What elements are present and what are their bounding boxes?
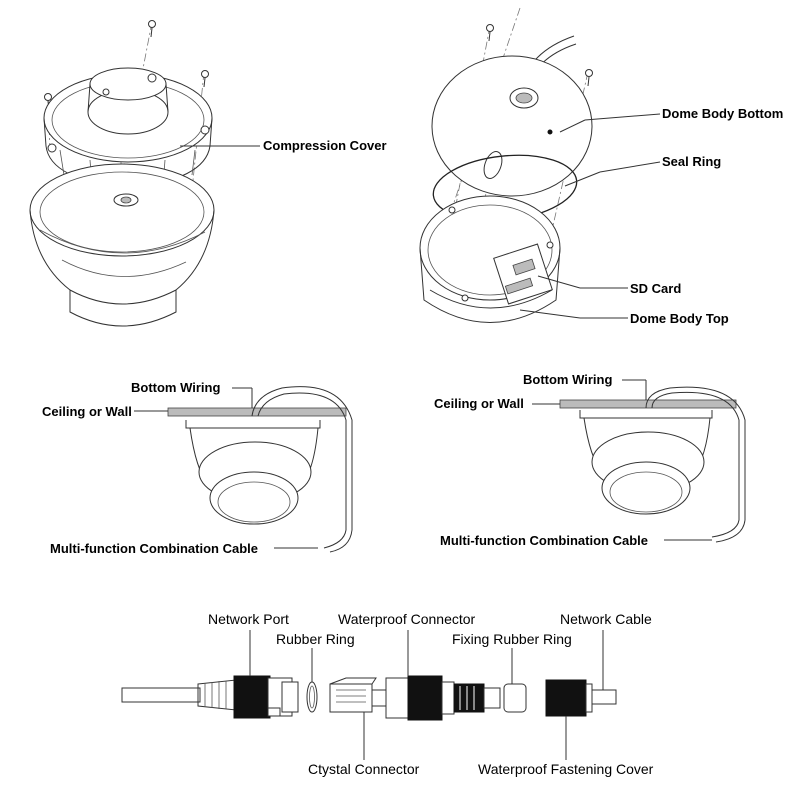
label-dome-body-bottom: Dome Body Bottom: [662, 106, 783, 121]
label-compression-cover: Compression Cover: [263, 138, 387, 153]
dome-base-part: [29, 163, 215, 327]
label-bottom-wiring-right: Bottom Wiring: [523, 372, 612, 387]
ceiling-plate: [167, 407, 347, 417]
fixing-rubber-ring-part: [503, 683, 527, 713]
dome-camera-part: [185, 420, 321, 525]
label-cable-left: Multi-function Combination Cable: [50, 541, 258, 556]
waterproof-fastening-cover-part: [545, 679, 593, 717]
screw-icon: [585, 69, 593, 87]
label-sd-card: SD Card: [630, 281, 681, 296]
label-network-port: Network Port: [208, 611, 289, 627]
screw-icon: [486, 24, 494, 42]
label-dome-body-top: Dome Body Top: [630, 311, 729, 326]
network-port-part: [197, 675, 299, 719]
label-ceiling-or-wall-right: Ceiling or Wall: [434, 396, 524, 411]
dome-camera-part: [579, 410, 713, 515]
screw-icon: [201, 70, 209, 88]
label-ceiling-or-wall-left: Ceiling or Wall: [42, 404, 132, 419]
label-waterproof-fastening-cover: Waterproof Fastening Cover: [478, 761, 654, 777]
dome-body-bottom-part: [431, 55, 593, 197]
network-cable-part: [591, 689, 617, 705]
label-bottom-wiring-left: Bottom Wiring: [131, 380, 220, 395]
dome-body-top-part: [419, 195, 561, 323]
panel-compression-cover: Compression Cover: [29, 20, 387, 327]
label-crystal-connector: Ctystal Connector: [308, 761, 420, 777]
compression-cover-part: [43, 67, 213, 189]
panel-waterproof-connector: Network Port Rubber Ring Waterproof Conn…: [121, 611, 654, 777]
screw-icon: [44, 93, 52, 111]
crystal-connector-part: [329, 677, 387, 713]
ceiling-plate: [559, 399, 737, 409]
panel-dome-body: Dome Body Bottom Seal Ring SD Card Dome …: [419, 7, 783, 326]
rubber-ring-part: [306, 681, 318, 713]
screw-icon: [148, 20, 156, 38]
label-network-cable: Network Cable: [560, 611, 652, 627]
waterproof-connector-part: [385, 675, 501, 721]
label-fixing-rubber-ring: Fixing Rubber Ring: [452, 631, 572, 647]
panel-mount-right: Bottom Wiring Ceiling or Wall Multi-func…: [434, 372, 746, 548]
label-cable-right: Multi-function Combination Cable: [440, 533, 648, 548]
label-waterproof-connector: Waterproof Connector: [338, 611, 476, 627]
panel-mount-left: Bottom Wiring Ceiling or Wall Multi-func…: [42, 380, 353, 556]
label-seal-ring: Seal Ring: [662, 154, 721, 169]
label-rubber-ring: Rubber Ring: [276, 631, 355, 647]
